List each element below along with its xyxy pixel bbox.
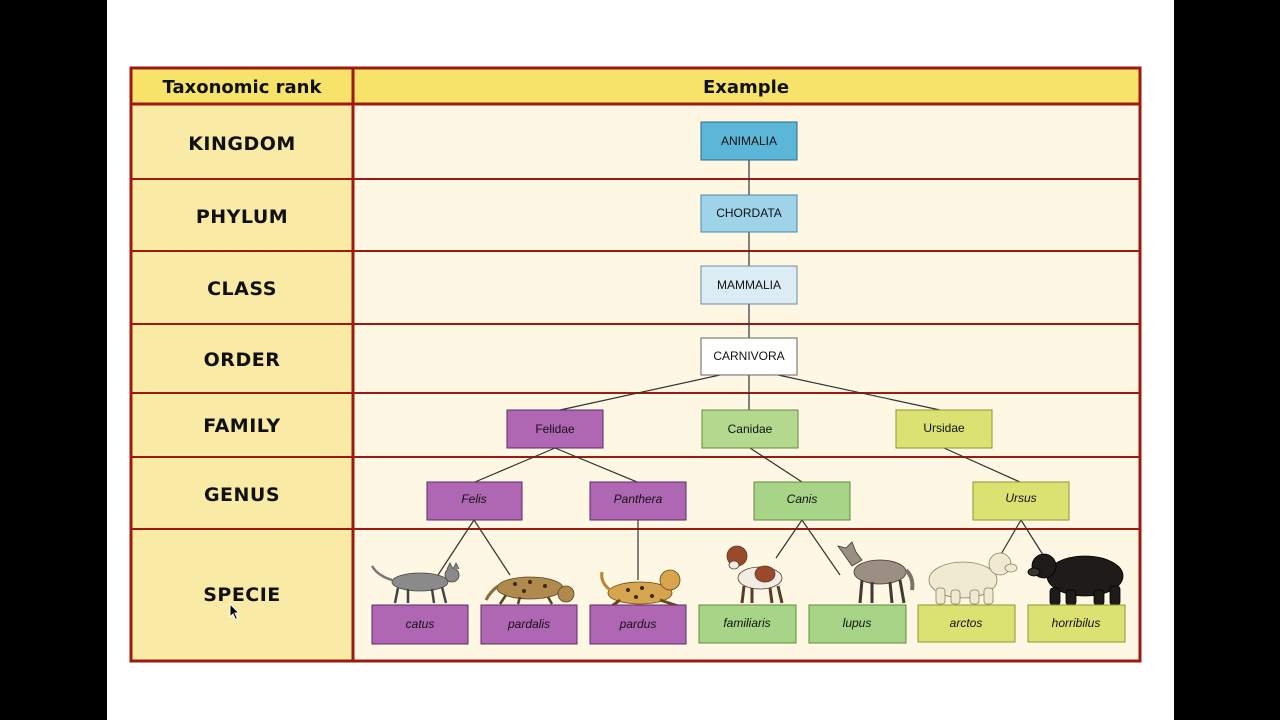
taxon-box-order <box>700 337 798 376</box>
taxon-box-phylum <box>700 194 798 233</box>
taxon-box-kingdom <box>700 121 798 161</box>
taxon-box-class <box>700 265 798 305</box>
taxon-box-species-pardalis <box>480 604 578 645</box>
rank-kingdom: KINGDOM <box>188 133 296 155</box>
taxon-box-family-canidae <box>701 409 799 449</box>
taxon-box-genus-panthera <box>589 481 687 521</box>
taxon-label-genus-ursus: Ursus <box>1005 491 1036 505</box>
taxon-label-species-catus: catus <box>406 617 435 631</box>
taxon-box-species-lupus <box>808 604 907 644</box>
rank-specie: SPECIE <box>203 584 281 606</box>
rank-phylum: PHYLUM <box>196 206 288 228</box>
taxon-label-species-horribilus: horribilus <box>1052 616 1101 630</box>
taxon-box-family-ursidae <box>895 409 993 449</box>
taxon-box-genus-felis <box>426 481 523 521</box>
header-rank-cell <box>131 68 353 104</box>
taxon-label-phylum: CHORDATA <box>716 206 782 220</box>
taxon-label-species-arctos: arctos <box>950 616 983 630</box>
taxon-box-genus-canis <box>753 481 851 521</box>
taxon-label-species-pardalis: pardalis <box>507 617 550 631</box>
ocelot-icon <box>484 576 575 605</box>
taxon-label-family-canidae: Canidae <box>728 422 773 436</box>
taxon-label-genus-panthera: Panthera <box>614 492 663 506</box>
rank-column <box>131 104 353 661</box>
taxon-box-species-pardus <box>589 604 687 645</box>
arrow-cursor-icon <box>229 603 241 621</box>
taxon-label-species-pardus: pardus <box>619 617 657 631</box>
taxon-box-genus-ursus <box>972 481 1070 521</box>
taxon-label-family-felidae: Felidae <box>535 422 575 436</box>
rank-genus: GENUS <box>204 484 280 506</box>
header-example-label: Example <box>703 77 789 98</box>
taxon-label-genus-felis: Felis <box>461 492 486 506</box>
rank-family: FAMILY <box>203 415 280 437</box>
rank-class: CLASS <box>207 278 277 300</box>
taxon-box-family-felidae <box>506 409 604 449</box>
taxon-label-order: CARNIVORA <box>713 349 784 363</box>
table-grid <box>129 66 1142 663</box>
rank-order: ORDER <box>204 349 281 371</box>
taxon-box-species-arctos <box>917 604 1016 643</box>
taxon-label-kingdom: ANIMALIA <box>721 134 777 148</box>
taxon-box-species-horribilus <box>1027 604 1126 643</box>
tree-edges <box>437 160 1046 580</box>
taxon-label-class: MAMMALIA <box>717 278 781 292</box>
header-rank-label: Taxonomic rank <box>163 77 323 98</box>
domestic-cat-icon <box>370 562 460 604</box>
polar-bear-icon <box>928 552 1018 605</box>
taxon-label-genus-canis: Canis <box>787 492 818 506</box>
taxon-box-species-familiaris <box>698 604 797 644</box>
header-example-cell <box>353 68 1140 104</box>
leopard-icon <box>600 569 681 608</box>
taxon-label-species-lupus: lupus <box>843 616 872 630</box>
wolf-icon <box>837 541 915 604</box>
taxon-label-species-familiaris: familiaris <box>723 616 770 630</box>
taxon-box-species-catus <box>371 604 469 645</box>
dog-icon <box>726 545 784 604</box>
taxon-label-family-ursidae: Ursidae <box>923 421 965 435</box>
